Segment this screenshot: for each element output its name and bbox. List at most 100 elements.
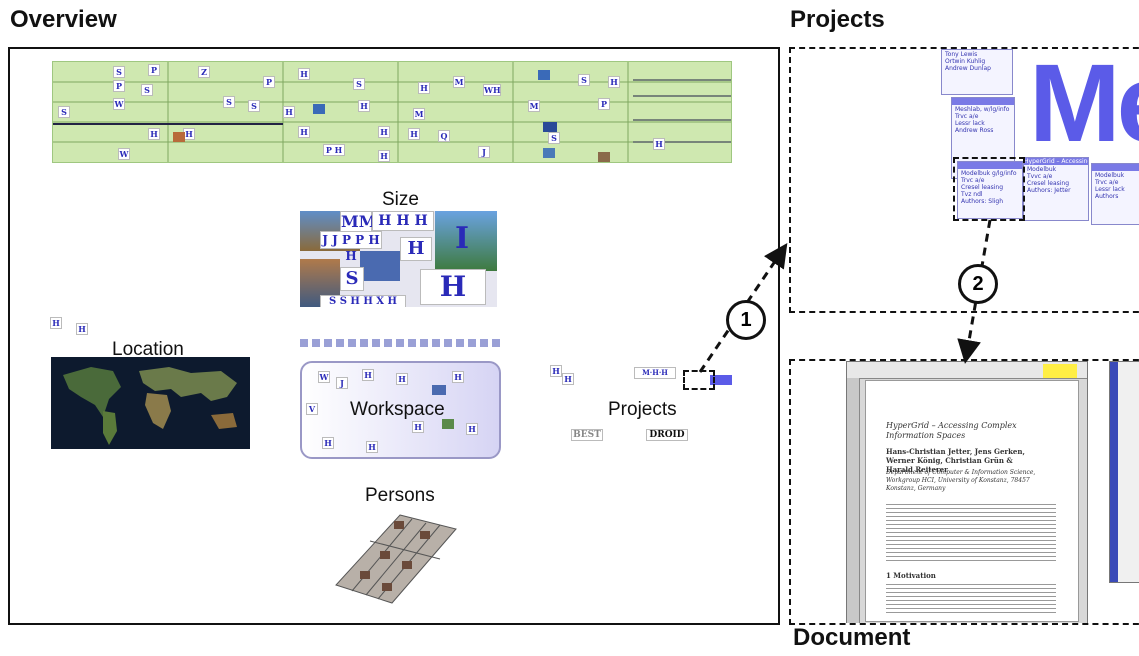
grid-tile[interactable]: H [76, 323, 88, 335]
grid-tile[interactable]: M [453, 76, 465, 88]
project-card-selected[interactable]: Modelbuk g/lg/info Trvc a/e Cresel leasi… [957, 161, 1023, 219]
photo-thumbnail[interactable] [313, 104, 325, 114]
grid-tile[interactable]: W [118, 148, 130, 160]
grid-tile[interactable]: S [353, 78, 365, 90]
grid-tile[interactable]: P [598, 98, 610, 110]
photo-thumbnail[interactable] [173, 132, 185, 142]
photo-thumbnail[interactable] [598, 152, 610, 162]
workspace-tile[interactable]: H [412, 421, 424, 433]
workspace-tile[interactable]: W [318, 371, 330, 383]
size-tile[interactable]: I [454, 221, 470, 256]
grid-tile[interactable]: M·H·H [634, 367, 676, 379]
document-sticky-note[interactable] [1043, 364, 1077, 378]
grid-tile[interactable]: P [263, 76, 275, 88]
grid-tile[interactable]: S [248, 100, 260, 112]
persons-floorplan[interactable] [330, 511, 460, 607]
document-body [886, 581, 1056, 615]
project-logo-best[interactable]: BEST [565, 421, 607, 449]
grid-tile[interactable]: H [358, 100, 370, 112]
grid-tile[interactable]: H [378, 150, 390, 162]
project-selection-box[interactable] [683, 370, 715, 390]
size-tile[interactable]: J J P P H H [320, 231, 382, 263]
grid-tile[interactable]: S [58, 106, 70, 118]
grid-tile[interactable]: H [418, 82, 430, 94]
document-page[interactable]: HyperGrid – Accessing Complex Informatio… [865, 380, 1079, 622]
grid-tile[interactable]: P H [323, 144, 345, 156]
grid-tile[interactable]: H [408, 128, 420, 140]
workspace-tile[interactable]: H [396, 373, 408, 385]
grid-tile[interactable]: S [141, 84, 153, 96]
project-logo-text: DROID [646, 429, 688, 441]
photo-thumbnail[interactable] [432, 385, 446, 395]
grid-tile[interactable]: M [528, 100, 540, 112]
workspace-tile[interactable]: V [306, 403, 318, 415]
document-toolbar[interactable] [847, 362, 1087, 379]
project-cluster[interactable]: H H [550, 365, 574, 385]
world-map[interactable] [51, 357, 250, 449]
size-tile[interactable]: H W [420, 269, 486, 307]
workspace-tile[interactable]: H [466, 423, 478, 435]
timeline-grid[interactable]: S P Z P S P H S H M WH S H S W S S H H M… [52, 61, 732, 163]
grid-tile[interactable]: H [50, 317, 62, 329]
grid-tile[interactable]: S [113, 66, 125, 78]
size-tile[interactable]: MM [340, 211, 377, 233]
project-card[interactable]: Modelbuk Trvc a/e Lessr lack Authors [1091, 163, 1139, 225]
size-tile[interactable]: H H H [372, 211, 434, 231]
document-affiliation: Department of Computer & Information Sci… [886, 469, 1036, 492]
grid-tile[interactable]: M [413, 108, 425, 120]
project-cluster-highlighted[interactable]: M·H·H [634, 367, 744, 391]
location-unplaced-items[interactable]: H H [50, 317, 90, 335]
photo-thumbnail[interactable] [435, 211, 497, 271]
grid-tile[interactable]: H [562, 373, 574, 385]
photo-thumbnail[interactable] [543, 122, 557, 132]
grid-tile[interactable]: W [113, 98, 125, 110]
document-sidebar[interactable] [847, 378, 860, 623]
grid-tile[interactable]: P [148, 64, 160, 76]
project-window-title: HyperGrid – Accessing C [1024, 158, 1088, 165]
photo-thumbnail[interactable] [538, 70, 550, 80]
grid-tile[interactable]: H [283, 106, 295, 118]
grid-tile[interactable]: H [653, 138, 665, 150]
photo-thumbnail[interactable] [710, 375, 732, 385]
grid-tile[interactable]: H [298, 126, 310, 138]
grid-tile[interactable]: H [148, 128, 160, 140]
size-tile[interactable]: H [400, 237, 432, 261]
workspace-tile[interactable]: H [452, 371, 464, 383]
size-collage[interactable]: MM H H H J J P P H H H S H W S S H H X H… [300, 211, 497, 307]
workspace-tile[interactable]: H [366, 441, 378, 453]
photo-thumbnail[interactable] [442, 419, 454, 429]
workspace-area[interactable]: W J H H H V H H H H [300, 361, 501, 459]
grid-tile[interactable]: S [223, 96, 235, 108]
workspace-tile[interactable]: H [362, 369, 374, 381]
grid-tile[interactable]: S [548, 132, 560, 144]
grid-tile[interactable]: J [478, 146, 490, 158]
project-selection-box[interactable] [953, 157, 1025, 221]
grid-tile[interactable]: H [550, 365, 562, 377]
size-tile[interactable]: S S H H X H [320, 295, 406, 307]
size-tile[interactable]: S [340, 267, 364, 291]
grid-tile[interactable]: H [298, 68, 310, 80]
grid-tile[interactable]: Q [438, 130, 450, 142]
workspace-tile[interactable]: J [336, 377, 348, 389]
grid-tile[interactable]: Z [198, 66, 210, 78]
photo-thumbnail[interactable] [360, 251, 400, 281]
projects-panel: Me Tony Lewis Ortwin Kuhlig Andrew Dunla… [789, 47, 1139, 313]
location-label: Location [112, 339, 184, 360]
project-card[interactable]: Tony Lewis Ortwin Kuhlig Andrew Dunlap [941, 49, 1013, 95]
document-abstract [886, 501, 1056, 561]
photo-thumbnail[interactable] [543, 148, 555, 158]
workspace-tile[interactable]: H [322, 437, 334, 449]
overview-panel: S P Z P S P H S H M WH S H S W S S H H M… [8, 47, 780, 625]
grid-tile[interactable]: H [378, 126, 390, 138]
project-logo-droid[interactable]: DROID [646, 423, 690, 445]
project-logo-text: BEST [571, 429, 603, 441]
projects-label: Projects [608, 399, 677, 420]
workspace-toolbar[interactable] [300, 339, 502, 347]
grid-tile[interactable]: WH [483, 84, 501, 96]
grid-tile[interactable]: P [113, 80, 125, 92]
grid-tile[interactable]: H [608, 76, 620, 88]
second-document-window[interactable] [1109, 361, 1139, 583]
project-card[interactable]: HyperGrid – Accessing C Modelbuk Tvvc a/… [1023, 157, 1089, 221]
grid-tile[interactable]: S [578, 74, 590, 86]
document-window[interactable]: HyperGrid – Accessing Complex Informatio… [846, 361, 1088, 623]
